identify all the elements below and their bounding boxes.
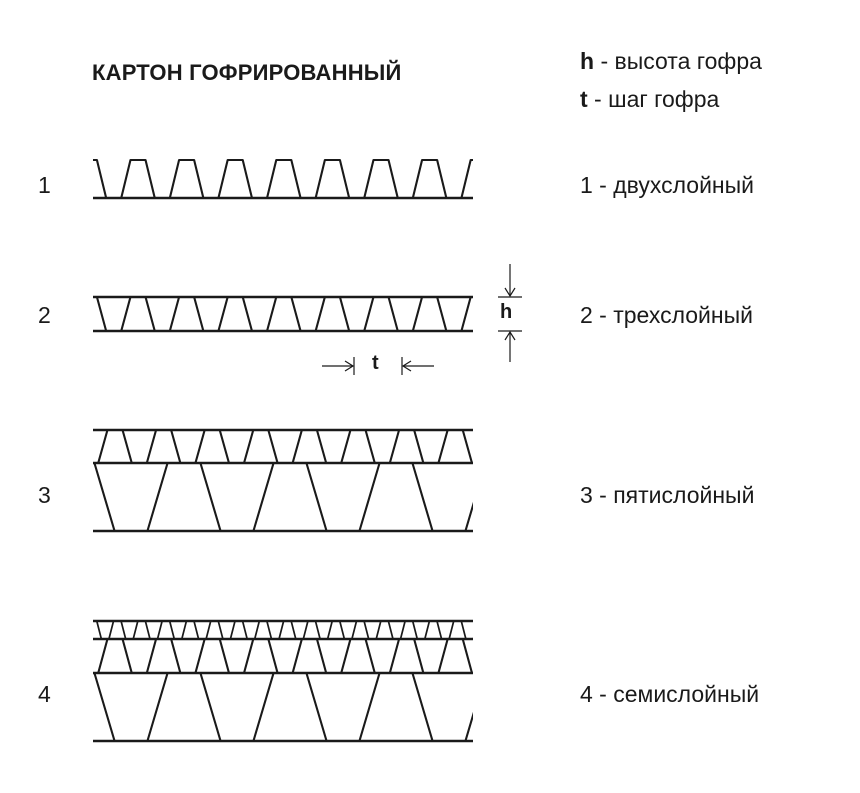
legend-pitch-text: - шаг гофра [587,86,720,112]
row-description-1: 1 - двухслойный [580,172,755,198]
flute-row-4-top [93,620,473,640]
dimension-markers [322,264,522,375]
row-number-3: 3 [38,482,51,508]
row-number-1: 1 [38,172,51,198]
pitch-dimension-label: t [372,352,379,374]
flutes [93,158,473,743]
flute-row-3-upper [93,428,473,465]
row-description-4: 4 - семислойный [580,681,760,707]
pitch-arrow-left-head [344,360,355,372]
diagram-title: КАРТОН ГОФРИРОВАННЫЙ [92,60,402,85]
height-arrow-bottom-head [504,330,516,341]
legend-height-symbol: h [580,48,595,74]
flute-row-1 [93,158,473,200]
pitch-arrow-right-head [401,360,412,372]
row-description-2: 2 - трехслойный [580,302,753,328]
row-description-3: 3 - пятислойный [580,482,755,508]
legend-height-text: - высота гофра [594,48,762,74]
row-number-4: 4 [38,681,51,707]
legend-height: h - высота гофра [580,48,762,75]
legend-pitch-symbol: t [580,86,588,112]
legend-pitch: t - шаг гофра [580,86,719,113]
height-arrow-top-head [504,287,516,298]
flute-row-4-middle [93,637,473,675]
flute-row-2 [93,295,473,333]
height-dimension-label: h [500,301,513,323]
row-number-2: 2 [38,302,51,328]
